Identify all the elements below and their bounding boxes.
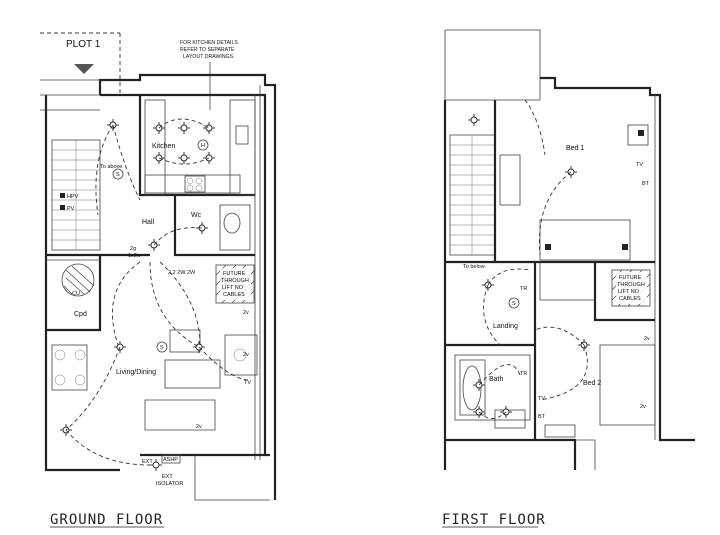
sofa <box>164 359 221 389</box>
room-label-bed-1: Bed 1 <box>566 145 584 152</box>
ground-floor-plan: PLOT 1 FOR KITCHEN DETAILS REFER TO SEPA… <box>40 32 277 528</box>
label-ext-isolator: EXT <box>162 474 173 480</box>
svg-text:S: S <box>116 172 120 178</box>
label-tv: TV <box>636 162 643 168</box>
svg-text:S: S <box>160 345 164 351</box>
label-switch-set: 2 2 2W 2W <box>168 270 196 276</box>
socket-icon <box>622 244 628 250</box>
label-2v: 2v <box>243 352 249 358</box>
ceiling-light-icon <box>468 114 480 126</box>
svg-text:CABLES: CABLES <box>619 296 641 302</box>
svg-text:LAYOUT DRAWINGS.: LAYOUT DRAWINGS. <box>183 54 235 60</box>
plot-label: PLOT 1 <box>66 39 101 50</box>
heat-detector-icon: H <box>197 139 209 151</box>
label-to-below: To below <box>463 264 485 270</box>
first-outer-wall-east <box>540 76 695 442</box>
kitchen-unit-run <box>144 99 166 196</box>
north-arrow-icon <box>74 64 94 74</box>
svg-text:FUTURE: FUTURE <box>619 275 642 281</box>
svg-text:CABLES: CABLES <box>223 292 245 298</box>
svg-text:H: H <box>201 143 205 149</box>
label-bt: BT <box>642 181 650 187</box>
label-2g: 2g <box>130 246 136 252</box>
socket-icon <box>545 244 551 250</box>
meter-icon <box>60 205 65 210</box>
label-tr: TR <box>520 286 527 292</box>
first-future-lift: FUTURE THROUGH LIFT NO CABLES <box>611 269 651 307</box>
label-2v: 2v <box>644 336 650 342</box>
smoke-detector-icon: S <box>508 297 520 309</box>
room-label-landing: Landing <box>493 323 518 330</box>
label-2v: 2v <box>243 310 249 316</box>
wc-basin <box>219 204 251 251</box>
first-stair <box>449 134 496 256</box>
svg-text:THROUGH: THROUGH <box>617 282 645 288</box>
room-label-bath: Bath <box>489 376 504 383</box>
label-1x2w: 1x2w <box>128 253 141 259</box>
ground-floor-title: GROUND FLOOR <box>50 512 163 528</box>
label-tv: TV <box>244 380 251 386</box>
first-floor-title: FIRST FLOOR <box>442 512 546 528</box>
room-label-cpd: Cpd <box>74 311 87 318</box>
cylinder-unit <box>61 263 95 297</box>
smoke-detector-icon: S <box>156 341 168 353</box>
svg-text:FUTURE: FUTURE <box>223 271 246 277</box>
label-ashp: ASHP <box>163 457 178 463</box>
svg-text:S: S <box>512 301 516 307</box>
label-tv: TV <box>538 396 545 402</box>
label-2v: 2v <box>640 404 646 410</box>
label-bt: BT <box>538 414 546 420</box>
first-floor-plan: Bed 1 FUTURE THROUGH LIFT NO CABLES Land… <box>442 29 695 528</box>
socket-icon <box>638 130 644 136</box>
room-label-bed-2: Bed 2 <box>583 380 601 387</box>
label-cu: CU <box>72 291 80 297</box>
label-2v: 2v <box>196 424 202 430</box>
room-label-living-dining: Living/Dining <box>116 369 156 376</box>
wardrobe <box>499 154 521 206</box>
svg-text:LIFT NO: LIFT NO <box>618 289 640 295</box>
bed-1-bed <box>539 219 631 261</box>
kitchen-note: FOR KITCHEN DETAILS REFER TO SEPARATE LA… <box>180 40 238 60</box>
bathroom-suite <box>454 354 531 421</box>
ceiling-light-icon <box>178 122 190 134</box>
room-label-hall: Hall <box>142 219 155 226</box>
label-to-above: To above <box>100 164 122 170</box>
svg-text:LIFT NO: LIFT NO <box>222 285 244 291</box>
label-pv: PV <box>67 206 75 212</box>
ceiling-light-icon <box>153 122 165 134</box>
svg-text:REFER TO SEPARATE: REFER TO SEPARATE <box>180 47 235 53</box>
smoke-detector-icon: S <box>112 168 124 180</box>
svg-text:THROUGH: THROUGH <box>221 278 249 284</box>
meter-icon <box>60 193 65 198</box>
ground-outer-wall-east <box>98 73 277 500</box>
ground-stair <box>51 139 101 251</box>
label-hpv: HPV <box>67 194 79 200</box>
ceiling-light-icon <box>203 122 215 134</box>
bed-2-bed <box>599 344 656 426</box>
ground-outer-wall-west <box>44 95 120 472</box>
room-label-wc: Wc <box>191 212 202 219</box>
room-label-kitchen: Kitchen <box>152 143 175 150</box>
svg-text:ISOLATOR: ISOLATOR <box>156 481 183 487</box>
label-ext: EXT <box>142 459 153 465</box>
ground-future-lift: FUTURE THROUGH LIFT NO CABLES <box>215 264 255 304</box>
ceiling-light-icon <box>178 152 190 164</box>
svg-text:FOR KITCHEN DETAILS: FOR KITCHEN DETAILS <box>180 40 238 46</box>
ashp-box <box>161 454 181 464</box>
label-tr: TR <box>520 371 527 377</box>
ceiling-light-icon <box>150 459 162 471</box>
